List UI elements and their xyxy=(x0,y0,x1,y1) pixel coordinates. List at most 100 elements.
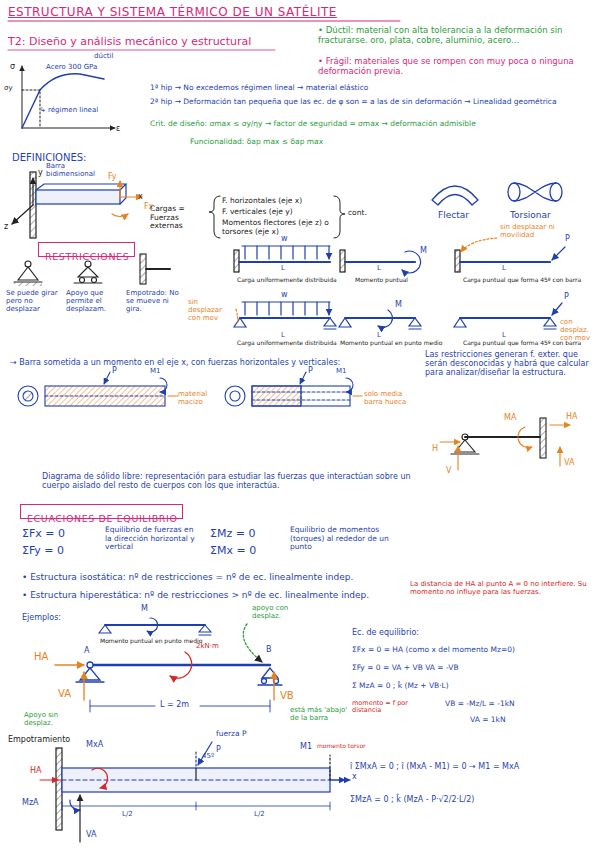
note-text: F. verticales (eje y) xyxy=(222,208,293,217)
note-text: Ec. de equilibrio: xyxy=(352,628,419,637)
note-text: material macizo xyxy=(178,390,223,406)
note-text: Carga uniformemente distribuida xyxy=(237,277,337,284)
note-text: L xyxy=(377,264,381,272)
note-text: M xyxy=(141,604,148,613)
note-text: L xyxy=(377,331,381,339)
note-text: w xyxy=(281,234,288,243)
note-text: σ xyxy=(10,62,15,71)
note-text: MzA xyxy=(22,798,39,807)
note-text: ΣMx = 0 xyxy=(210,545,256,558)
note-text: Carga puntual que forma 45º con barra xyxy=(463,277,581,284)
note-text: 45º xyxy=(202,752,214,760)
note-text: M1 xyxy=(150,367,161,375)
note-text: ΣFx = 0 xyxy=(22,528,65,541)
note-text: • Dúctil: material con alta tolerancia a… xyxy=(318,26,593,46)
page-title: ESTRUCTURA Y SISTEMA TÉRMICO DE UN SATÉL… xyxy=(8,5,337,19)
note-text: ΣFx = 0 = HA (como x del momento Mz=0) xyxy=(352,646,515,655)
note-text: Cargas = Fuerzas externas xyxy=(150,205,208,231)
note-text: M xyxy=(395,300,402,309)
note-text: A xyxy=(84,646,89,655)
note-text: M1 xyxy=(336,367,347,375)
note-text: MxA xyxy=(86,740,103,749)
note-text: M1 xyxy=(300,742,312,751)
note-text: sin desplazar con mov xyxy=(188,298,232,322)
note-text: P xyxy=(216,745,221,754)
note-text: Carga uniformemente distribuida xyxy=(237,340,337,347)
note-text: x xyxy=(352,772,357,781)
note-text: σy xyxy=(4,84,13,92)
note-text: V xyxy=(446,466,451,475)
note-text: HA xyxy=(566,412,578,421)
note-text: L = 2m xyxy=(160,700,189,709)
note-text: F. horizontales (eje x) xyxy=(222,197,302,206)
note-text: • Estructura isostática: nº de restricci… xyxy=(22,572,353,582)
note-text: VB xyxy=(280,690,294,702)
note-text: Apoyo que permite el desplazam. xyxy=(66,289,124,313)
note-text: Apoyo sin desplaz. xyxy=(24,711,76,727)
note-text: Σ MzA = 0 ; k̂ (Mz + VB·L) xyxy=(352,682,449,691)
note-text: Momento puntual en punto medio xyxy=(100,638,202,645)
note-text: ΣFy = 0 = VA + VB VA = -VB xyxy=(352,664,459,673)
note-text: ΣMz = 0 xyxy=(210,528,255,541)
note-text: P xyxy=(565,234,570,243)
note-text: Flectar xyxy=(438,210,469,220)
note-text: ΣMzA = 0 ; k̂ (MzA - P·√2/2·L/2) xyxy=(350,795,595,804)
note-text: • Estructura hiperestática: nº de restri… xyxy=(22,590,369,600)
note-text: B xyxy=(266,645,272,654)
note-text: P xyxy=(308,366,313,375)
note-text: Barra bidimensional xyxy=(46,162,106,178)
note-text: Funcionalidad: δap max ≤ δap max xyxy=(190,138,323,147)
heading-text: ECUACIONES DE EQUILIBRIO xyxy=(27,513,177,524)
note-text: Equilibrio de momentos (torques) al rede… xyxy=(290,526,390,552)
note-text: momento = f por distancia xyxy=(352,700,432,715)
note-text: P xyxy=(564,292,569,301)
note-text: Momento puntual xyxy=(355,277,408,284)
note-text: VA = 1kN xyxy=(470,716,506,725)
note-text: Empotramiento xyxy=(8,735,70,744)
note-text: HA xyxy=(30,766,42,775)
heading-text: RESTRICCIONES xyxy=(45,251,129,262)
note-text: → Barra sometida a un momento en el eje … xyxy=(10,358,425,367)
note-text: VA xyxy=(564,458,574,467)
note-text: cont. xyxy=(348,209,367,218)
note-text: Las restricciones generan f. exter. que … xyxy=(425,350,595,378)
note-text: ↳ régimen lineal xyxy=(40,106,98,114)
note-text: y xyxy=(38,168,43,177)
note-text: L xyxy=(281,264,285,272)
note-text: ε xyxy=(116,124,120,133)
note-text: Torsionar xyxy=(510,210,551,220)
note-text: VA xyxy=(86,830,96,839)
note-text: L xyxy=(502,331,506,339)
section-heading-box: RESTRICCIONES xyxy=(38,242,135,257)
note-text: momento torsor xyxy=(317,743,366,750)
note-text: DEFINICIONES: xyxy=(12,152,86,164)
note-text: Diagrama de sólido libre: representación… xyxy=(42,472,422,490)
note-text: T2: Diseño y análisis mecánico y estruct… xyxy=(8,36,251,49)
note-text: • Frágil: materiales que se rompen con m… xyxy=(318,57,593,77)
note-text: solo media barra hueca xyxy=(364,390,419,406)
note-text: VB = -Mz/L = -1kN xyxy=(445,700,515,709)
note-text: x xyxy=(138,192,143,201)
note-text: Equilibrio de fuerzas en la dirección ho… xyxy=(105,526,200,552)
note-text: w xyxy=(281,290,288,299)
note-text: Empotrado: No se mueve ni gira. xyxy=(126,289,182,313)
note-text: L/2 xyxy=(122,810,133,818)
note-text: Ejemplos: xyxy=(22,613,61,622)
note-text: Crit. de diseño: σmax ≤ σy/ηy → factor d… xyxy=(150,120,570,129)
note-text: ΣFy = 0 xyxy=(22,545,64,558)
section-heading-box: ECUACIONES DE EQUILIBRIO xyxy=(20,504,183,519)
note-text: La distancia de HA al punto A = 0 no int… xyxy=(410,580,590,596)
note-text: 2kN·m xyxy=(196,642,219,650)
note-text: Fy xyxy=(108,172,117,181)
note-text: Momentos flectores (eje z) o torsores (e… xyxy=(222,219,334,236)
note-text: M xyxy=(420,246,427,255)
note-text: apoyo con desplaz. xyxy=(252,604,307,620)
note-text: MA xyxy=(504,413,516,422)
note-text: con desplaz. con mov xyxy=(560,318,596,342)
note-text: z xyxy=(4,222,8,231)
note-text: L xyxy=(281,331,285,339)
note-text: Momento puntual en punto medio xyxy=(340,340,442,347)
note-text: H xyxy=(432,444,438,453)
note-text: sin desplazar ni movilidad xyxy=(500,223,585,239)
